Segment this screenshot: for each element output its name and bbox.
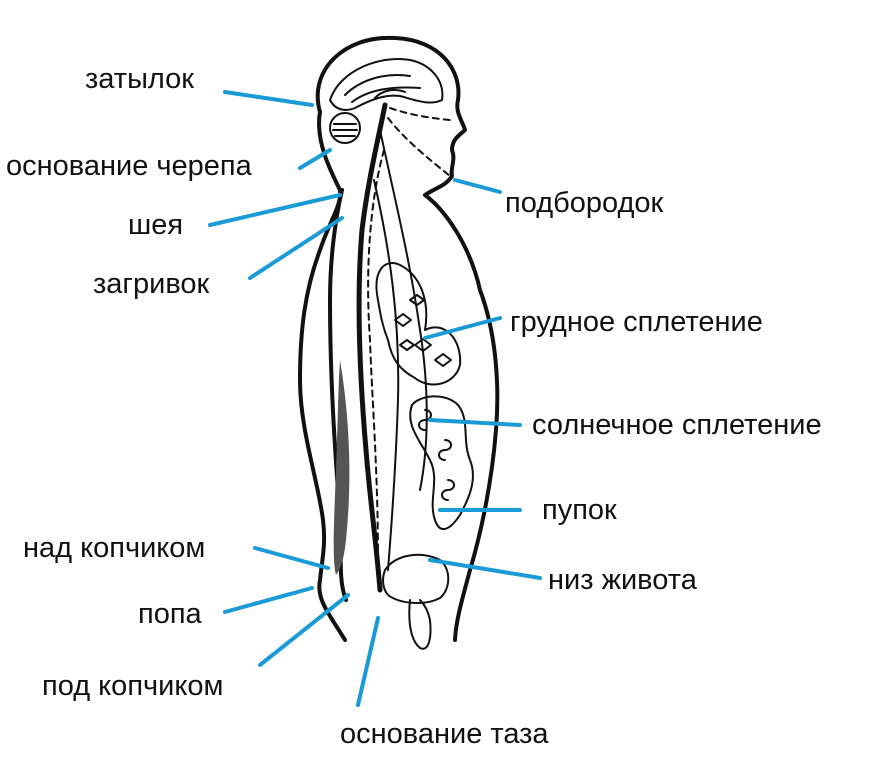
spinal-cord xyxy=(356,102,388,593)
label-above-coccyx: над копчиком xyxy=(23,532,206,564)
label-chin: подбородок xyxy=(505,187,664,219)
label-chest-plexus: грудное сплетение xyxy=(510,306,763,338)
pointer-below-coccyx xyxy=(258,593,350,667)
pointer-solar-plexus xyxy=(428,418,522,427)
pointer-above-coccyx xyxy=(253,546,330,570)
pointer-chest-plexus xyxy=(423,316,502,340)
label-occiput: затылок xyxy=(85,63,194,95)
brain xyxy=(329,58,444,111)
bladder xyxy=(382,553,450,604)
coccyx-shading xyxy=(333,360,350,575)
pointer-nape xyxy=(248,216,344,280)
label-solar-plexus: солнечное сплетение xyxy=(532,409,822,441)
pointer-occiput xyxy=(223,90,314,107)
label-nape: загривок xyxy=(93,268,210,300)
label-neck: шея xyxy=(128,209,184,241)
label-navel: пупок xyxy=(542,494,617,526)
pointer-lower-abdomen xyxy=(428,558,542,580)
label-lower-abdomen: низ живота xyxy=(548,564,697,596)
pointer-chin xyxy=(453,178,502,194)
label-buttocks: попа xyxy=(138,598,202,630)
intestines xyxy=(409,395,474,530)
chest-organs xyxy=(375,262,462,386)
pointer-buttocks xyxy=(223,586,314,614)
cerebellum xyxy=(329,112,361,144)
label-below-coccyx: под копчиком xyxy=(42,670,224,702)
label-pelvic-base: основание таза xyxy=(340,718,549,750)
pointer-pelvic-base xyxy=(356,616,380,707)
pointer-skull-base xyxy=(298,148,332,170)
pointer-neck xyxy=(208,193,342,227)
label-skull-base: основание черепа xyxy=(6,150,252,182)
